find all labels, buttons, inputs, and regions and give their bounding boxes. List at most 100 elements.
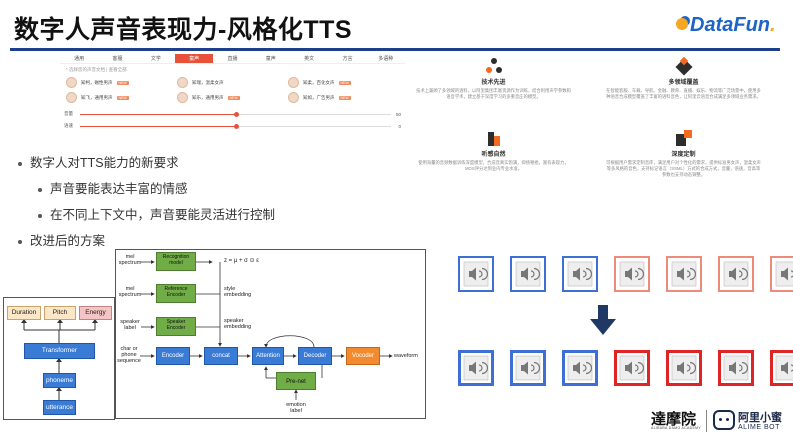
encoder-box: Encoder xyxy=(156,347,190,365)
speaker-icon[interactable] xyxy=(614,256,650,292)
speaker-icon[interactable] xyxy=(614,350,650,386)
datafun-spark-icon xyxy=(676,18,688,30)
voice-tab[interactable]: 英文 xyxy=(304,56,315,62)
speaker-icon[interactable] xyxy=(718,350,754,386)
datafun-logo: DataFun. xyxy=(676,14,776,37)
bullet-text: 声音要能表达丰富的情感 xyxy=(50,182,188,196)
feature-title: 多领域覆盖 xyxy=(668,80,699,86)
recognition-model-box: Recognition model xyxy=(156,252,196,271)
speaker-icon[interactable] xyxy=(666,256,702,292)
new-badge: NEW xyxy=(116,95,129,100)
voice-tab[interactable]: 通用 xyxy=(74,56,85,62)
voice-tab[interactable]: 客服 xyxy=(112,56,123,62)
slide-title: 数字人声音表现力-风格化TTS xyxy=(14,16,353,44)
speaker-icon[interactable] xyxy=(718,256,754,292)
slider-value: 0 xyxy=(398,123,401,129)
feature-title: 技术先进 xyxy=(481,80,506,86)
logo-separator xyxy=(706,410,707,432)
damo-logo-sub: ALIBABA DAMO ACADEMY xyxy=(651,426,701,430)
speaker-icon[interactable] xyxy=(510,256,546,292)
speaker-icon[interactable] xyxy=(458,350,494,386)
feature-title: 听感自然 xyxy=(481,152,506,158)
speaker-icon[interactable] xyxy=(562,350,598,386)
slider-track[interactable] xyxy=(80,123,391,129)
speaker-encoder-box: Speaker Encoder xyxy=(156,317,196,336)
bullet-text: 改进后的方案 xyxy=(30,234,106,248)
mel-spectrum-label-1: mel spectrum xyxy=(118,254,142,266)
main-arch-connectors xyxy=(140,260,393,400)
voice-tab[interactable]: 直播 xyxy=(227,56,238,62)
datafun-logo-text: DataFun xyxy=(690,14,770,36)
speed-slider[interactable]: 语速 0 xyxy=(64,122,401,130)
avatar xyxy=(177,77,188,88)
network-icon xyxy=(485,58,502,74)
damo-logo: 達摩院 xyxy=(651,410,697,428)
speaker-icon[interactable] xyxy=(666,350,702,386)
feature-multi-domain: 多领域覆盖 在智能客服、车载、导航、金融、教育、直播、娱乐、物流等广泛场景中，使… xyxy=(596,56,771,100)
avatar xyxy=(66,92,77,103)
feature-desc: 技术上兼顾了多领域的语料，以阿里集团丰富资源作为训练，结合利用声学参数和语音学术… xyxy=(416,88,571,99)
reference-encoder-box: Reference Encoder xyxy=(156,284,196,303)
slider-value: 50 xyxy=(395,111,401,117)
speaker-icon[interactable] xyxy=(770,256,793,292)
new-badge: NEW xyxy=(227,95,240,100)
speaker-embedding-label: speaker embedding xyxy=(224,318,252,330)
cube-icon xyxy=(675,56,692,76)
phoneme-box: phoneme xyxy=(43,373,76,388)
vocoder-box: Vocoder xyxy=(346,347,380,365)
bullet-dot xyxy=(38,213,42,218)
alime-logo-icon xyxy=(713,410,735,430)
feature-panel: 技术先进 技术上兼顾了多领域的语料，以阿里集团丰富资源作为训练，结合利用声学参数… xyxy=(406,54,784,200)
voice-tab-active[interactable]: 童声 xyxy=(174,54,214,63)
voice-name: 知柯，磁性男声 xyxy=(81,79,113,85)
pitch-box: Pitch xyxy=(44,306,76,320)
alime-logo: 阿里小蜜 xyxy=(738,412,782,424)
bullet-dot xyxy=(18,239,22,244)
speaker-icon[interactable] xyxy=(562,256,598,292)
feature-advanced-tech: 技术先进 技术上兼顾了多领域的语料，以阿里集团丰富资源作为训练，结合利用声学参数… xyxy=(406,58,581,100)
speaker-icon[interactable] xyxy=(770,350,793,386)
new-badge: NEW xyxy=(338,80,351,85)
voice-name: 知乐，通用男声 xyxy=(192,94,224,100)
title-divider xyxy=(10,48,780,51)
avatar xyxy=(288,92,299,103)
avatar xyxy=(66,77,77,88)
voice-tab[interactable]: 文学 xyxy=(150,56,161,62)
slider-track[interactable] xyxy=(80,111,391,117)
custom-block-icon xyxy=(675,130,692,146)
slider-label: 音量 xyxy=(64,111,73,116)
bullet-item: 声音要能表达丰富的情感 xyxy=(38,178,188,197)
voice-option[interactable]: 知瑞，温柔女声 xyxy=(177,77,288,88)
voice-tab[interactable]: 方言 xyxy=(342,56,353,62)
voice-name: 知如，广告男声 xyxy=(303,94,335,100)
slider-fill xyxy=(80,125,236,127)
voice-selector-panel: 通用 客服 文学 童声 直播 童声 英文 方言 多语种 * 选择您的声音文档 |… xyxy=(60,54,405,148)
mel-spectrum-label-2: mel spectrum xyxy=(118,286,142,298)
speaker-label-text: speaker label xyxy=(120,319,140,331)
slider-handle[interactable] xyxy=(233,123,239,129)
voice-hint: * 选择您的声音文档 | 查看全部 xyxy=(66,67,127,72)
alime-logo-sub: ALIME BOT xyxy=(738,424,780,431)
feature-desc: 使用海量的音频数据训练深度模型，合成音真实饱满，抑扬顿挫，富有表现力，MOS评分… xyxy=(418,160,569,171)
avatar xyxy=(177,92,188,103)
speaker-icon[interactable] xyxy=(458,256,494,292)
feature-desc: 在智能客服、车载、导航、金融、教育、直播、娱乐、物流等广泛场景中，使用多种语音合… xyxy=(606,88,761,99)
volume-slider[interactable]: 音量 50 xyxy=(64,110,401,118)
energy-box: Energy xyxy=(79,306,112,320)
voice-tab[interactable]: 童声 xyxy=(265,56,276,62)
waveform-label: waveform xyxy=(394,353,418,359)
new-badge: NEW xyxy=(116,80,129,85)
voice-tab[interactable]: 多语种 xyxy=(378,56,394,62)
duration-box: Duration xyxy=(7,306,41,320)
voice-name: 知飞，通用男声 xyxy=(81,94,113,100)
speaker-icon[interactable] xyxy=(510,350,546,386)
slider-handle[interactable] xyxy=(233,111,239,117)
avatar xyxy=(288,77,299,88)
slider-label: 语速 xyxy=(64,123,73,128)
